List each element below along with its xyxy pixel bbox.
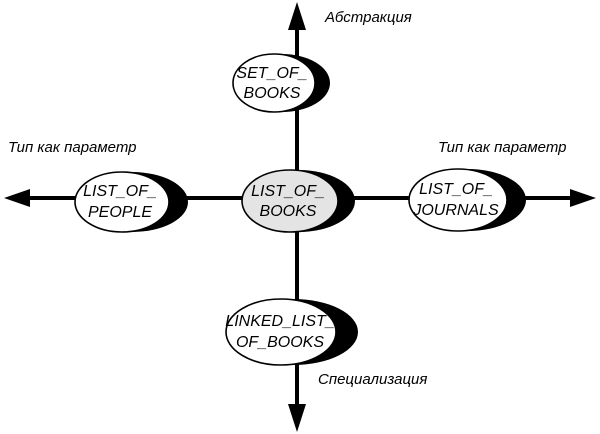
node-label-line1: LIST_OF_ [419, 181, 493, 198]
arrow-down-icon [288, 404, 306, 432]
node-label-line2: BOOKS [260, 203, 317, 220]
arrow-right-icon [570, 189, 596, 207]
node-label-line2: BOOKS [244, 85, 301, 102]
node-linked-list-of-books: LINKED_LIST_ OF_BOOKS [225, 298, 358, 366]
node-set-of-books: SET_OF_ BOOKS [232, 53, 330, 113]
node-label-line2: PEOPLE [88, 204, 152, 221]
node-list-of-people: LIST_OF_ PEOPLE [74, 171, 188, 233]
node-ellipse [408, 168, 508, 232]
node-label-line2: JOURNALS [412, 202, 499, 219]
node-ellipse [74, 171, 170, 233]
annotation-abstraction: Абстракция [324, 9, 412, 26]
node-ellipse [232, 53, 316, 113]
node-label-line1: LINKED_LIST_ [225, 313, 334, 330]
node-label-line1: LIST_OF_ [251, 183, 325, 200]
annotation-specialization: Специализация [318, 371, 427, 388]
annotation-type-parameter-left: Тип как параметр [8, 139, 137, 156]
node-ellipse [241, 169, 339, 233]
node-label-line1: LIST_OF_ [83, 183, 157, 200]
node-label-line2: OF_BOOKS [236, 334, 324, 351]
annotation-type-parameter-right: Тип как параметр [438, 139, 567, 156]
node-label-line1: SET_OF_ [236, 65, 307, 82]
node-list-of-books: LIST_OF_ BOOKS [241, 169, 355, 233]
node-list-of-journals: LIST_OF_ JOURNALS [408, 168, 526, 232]
arrow-left-icon [4, 189, 30, 207]
node-ellipse [225, 298, 337, 366]
arrow-up-icon [288, 2, 306, 30]
